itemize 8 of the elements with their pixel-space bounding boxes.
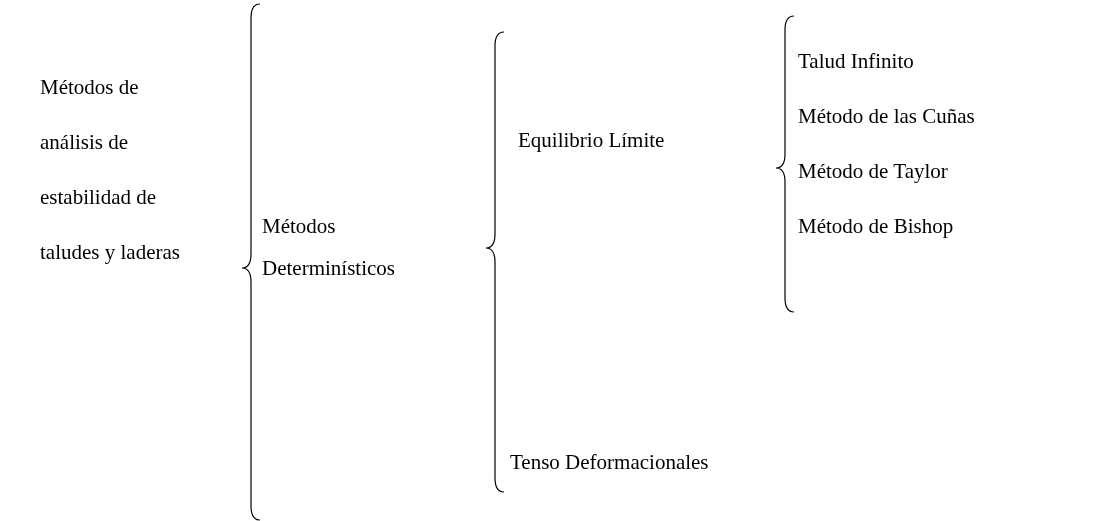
label-text: Métodos de análisis de estabilidad de taludes y laderas bbox=[40, 74, 180, 266]
label-text: Equilibrio Límite bbox=[518, 127, 666, 154]
label-text: Tenso Deformacionales bbox=[510, 449, 710, 476]
label-text: Métodos Determinísticos bbox=[262, 213, 396, 282]
label-text: Método de Bishop bbox=[798, 213, 955, 240]
label-text: Método de Taylor bbox=[798, 158, 949, 185]
label-text: Método de las Cuñas bbox=[798, 103, 976, 130]
label-text: Talud Infinito bbox=[798, 48, 915, 75]
